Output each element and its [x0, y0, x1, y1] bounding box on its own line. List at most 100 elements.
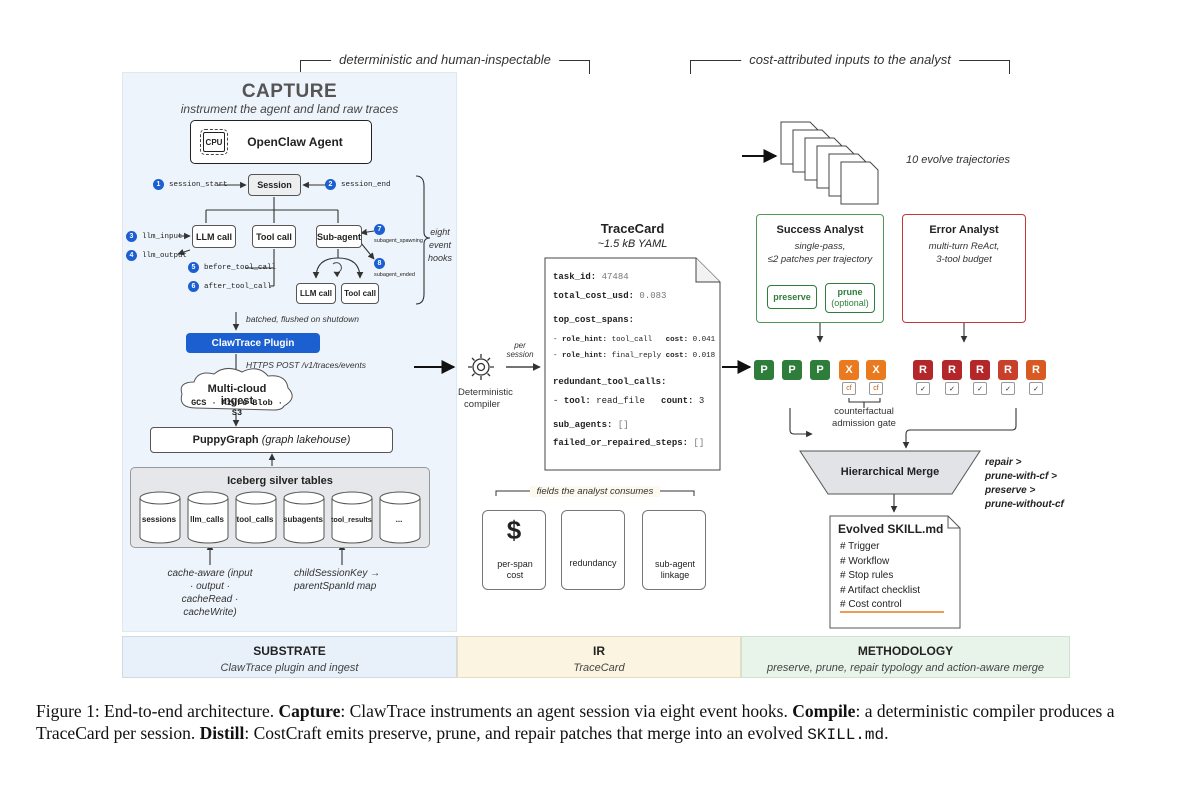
cpu-icon: CPU — [200, 129, 228, 155]
error-analyst-sub2: 3-tool budget — [936, 254, 992, 265]
tool-call-box: Tool call — [252, 225, 296, 248]
tc-total-cost: total_cost_usd: 0.083 — [553, 291, 667, 301]
repair-chip: R — [1026, 360, 1046, 380]
tc-sub-agents: sub_agents: [] — [553, 420, 629, 430]
openclaw-agent-label: OpenClaw Agent — [247, 135, 343, 149]
childsession-note: childSessionKey → parentSpanId map — [294, 568, 381, 592]
feature-redundancy: redundancy — [561, 510, 625, 590]
success-analyst-sub1: single-pass, — [794, 241, 846, 252]
table-cylinder: subagents — [283, 491, 325, 544]
merge-order: repair > prune-with-cf > preserve > prun… — [985, 457, 1064, 510]
table-cylinder: tool_results — [331, 491, 373, 544]
sub-tool-call-box: Tool call — [341, 283, 379, 304]
tc-failed-steps: failed_or_repaired_steps: [] — [553, 438, 705, 448]
tc-task-id: task_id: 47484 — [553, 272, 629, 282]
tc-span-1: - role_hint: tool_call cost: 0.041 — [553, 336, 716, 344]
feature-sub-agent-linkage: sub-agent linkage — [642, 510, 706, 590]
check-tag: ✓ — [916, 382, 930, 395]
https-label: HTTPS POST /v1/traces/events — [246, 360, 366, 370]
preserve-chip: P — [810, 360, 830, 380]
prune-chip: X — [866, 360, 886, 380]
table-name: tool_calls — [236, 515, 274, 524]
check-tag: ✓ — [945, 382, 959, 395]
tracecard-subtitle: ~1.5 kB YAML — [597, 238, 668, 250]
error-analyst-box: Error Analyst multi-turn ReAct, 3-tool b… — [902, 214, 1026, 323]
table-name: subagents — [283, 515, 324, 524]
table-name: llm_calls — [190, 515, 224, 524]
hooks-brace-label: eight event hooks — [427, 227, 453, 263]
cf-tag: cf — [869, 382, 883, 395]
capture-subtitle: instrument the agent and land raw traces — [180, 102, 399, 116]
table-name: ... — [395, 515, 403, 524]
graph-icon — [663, 519, 687, 549]
prune-button: prune(optional) — [825, 283, 875, 313]
repair-chip: R — [970, 360, 990, 380]
success-analyst-sub2: ≤2 patches per trajectory — [767, 254, 873, 265]
success-analyst-box: Success Analyst single-pass, ≤2 patches … — [756, 214, 884, 323]
merge-label: Hierarchical Merge — [840, 466, 940, 478]
llm-call-box: LLM call — [192, 225, 236, 248]
table-cylinder: ... — [379, 491, 421, 544]
preserve-chip: P — [754, 360, 774, 380]
preserve-chip: P — [782, 360, 802, 380]
gear-icon — [469, 353, 495, 381]
sub-agent-box: Sub-agent — [316, 225, 362, 248]
repair-chip: R — [942, 360, 962, 380]
fields-label: fields the analyst consumes — [530, 486, 660, 497]
openclaw-agent-box: CPU OpenClaw Agent — [190, 120, 372, 164]
tc-span-2: - role_hint: final_reply cost: 0.018 — [553, 352, 716, 360]
puppygraph-desc: (graph lakehouse) — [261, 434, 351, 446]
session-box: Session — [248, 174, 301, 196]
feature-per-span-cost: $ per-span cost — [482, 510, 546, 590]
error-analyst-title: Error Analyst — [929, 224, 999, 236]
skill-title: Evolved SKILL.md — [838, 522, 944, 536]
figure-caption: Figure 1: End-to-end architecture. Captu… — [36, 701, 1115, 744]
table-cylinder: llm_calls — [187, 491, 229, 544]
tc-redundant: redundant_tool_calls: — [553, 377, 667, 387]
bracket-left: deterministic and human-inspectable — [300, 52, 590, 74]
check-tag: ✓ — [973, 382, 987, 395]
tracecard-title: TraceCard — [600, 221, 665, 236]
check-tag: ✓ — [1001, 382, 1015, 395]
sub-llm-call-box: LLM call — [296, 283, 336, 304]
prune-chip: X — [839, 360, 859, 380]
tc-redundant-tool: - tool: read_file count: 3 — [553, 396, 705, 406]
cycle-icon — [947, 277, 983, 313]
capture-title: CAPTURE — [241, 81, 338, 102]
strip-substrate: SUBSTRATE ClawTrace plugin and ingest — [122, 636, 457, 678]
success-analyst-title: Success Analyst — [776, 224, 864, 236]
per-session-label: per session — [506, 341, 534, 359]
cf-tag: cf — [842, 382, 856, 395]
gate-label: counterfactual admission gate — [832, 406, 896, 429]
documents-icon — [582, 519, 606, 549]
bracket-right: cost-attributed inputs to the analyst — [690, 52, 1010, 74]
table-cylinder: tool_calls — [235, 491, 277, 544]
table-cylinder: sessions — [139, 491, 181, 544]
error-analyst-sub1: multi-turn ReAct, — [928, 241, 1000, 252]
table-name: tool_results — [331, 515, 372, 524]
batched-label: batched, flushed on shutdown — [246, 314, 359, 324]
ingest-sub: GCS · Azure Blob · S3 — [191, 398, 283, 418]
strip-ir: IR TraceCard — [457, 636, 741, 678]
cache-aware-note: cache-aware (input · output · cacheRead … — [167, 568, 253, 618]
check-tag: ✓ — [1029, 382, 1043, 395]
compiler-label: Deterministic compiler — [458, 387, 513, 410]
bracket-right-label: cost-attributed inputs to the analyst — [741, 52, 959, 67]
strip-methodology: METHODOLOGY preserve, prune, repair typo… — [741, 636, 1070, 678]
hook-subagent-ended: 8 subagent_ended — [374, 258, 415, 278]
puppygraph-name: PuppyGraph — [192, 434, 259, 446]
repair-chip: R — [998, 360, 1018, 380]
tc-top-cost-spans: top_cost_spans: — [553, 315, 635, 325]
iceberg-title: Iceberg silver tables — [227, 475, 333, 487]
puppygraph-box: PuppyGraph (graph lakehouse) — [150, 427, 393, 453]
trajectories-label: 10 evolve trajectories — [906, 154, 1010, 166]
repair-chip: R — [913, 360, 933, 380]
dollar-icon: $ — [506, 515, 522, 545]
